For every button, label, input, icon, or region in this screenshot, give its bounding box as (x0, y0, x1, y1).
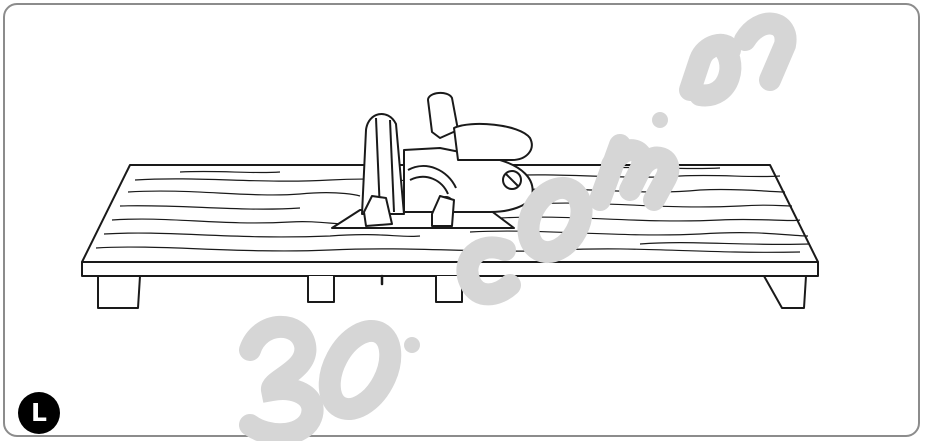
center-foot-left (307, 275, 335, 303)
figure-frame (3, 3, 920, 437)
right-support-block (763, 275, 807, 309)
board-front-edge (81, 261, 819, 277)
wood-grain (95, 166, 811, 253)
saw-handle (427, 92, 459, 139)
watermark-graphic (239, 12, 797, 441)
saw-rear-grip (453, 122, 533, 161)
circular-saw (331, 92, 534, 229)
step-label-badge: L (18, 392, 60, 434)
left-support-block (97, 275, 141, 309)
